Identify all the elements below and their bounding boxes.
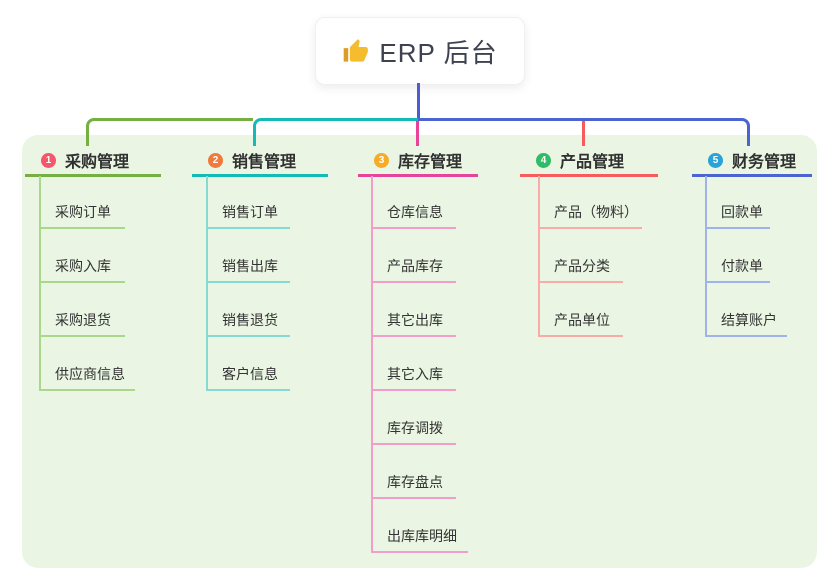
branch-title: 产品管理 bbox=[560, 154, 625, 171]
branch-title: 采购管理 bbox=[65, 154, 130, 171]
branch-connector-line bbox=[416, 121, 419, 146]
node-item-label: 库存盘点 bbox=[387, 474, 443, 490]
branch-header-5[interactable]: 5 财务管理 bbox=[692, 146, 812, 177]
node-item-label: 产品单位 bbox=[554, 312, 610, 328]
branch-index-badge: 1 bbox=[41, 152, 56, 168]
node-item[interactable]: 销售退货 bbox=[206, 301, 290, 337]
node-item-label: 产品库存 bbox=[387, 258, 443, 274]
node-item[interactable]: 采购订单 bbox=[39, 193, 125, 229]
branch-index-badge: 2 bbox=[208, 152, 223, 168]
node-item-label: 结算账户 bbox=[721, 312, 777, 328]
node-item[interactable]: 其它出库 bbox=[371, 301, 456, 337]
node-item-label: 采购订单 bbox=[55, 204, 111, 220]
node-item[interactable]: 供应商信息 bbox=[39, 355, 135, 391]
node-item[interactable]: 产品分类 bbox=[538, 247, 623, 283]
node-item[interactable]: 出库库明细 bbox=[371, 517, 468, 553]
branch-index-badge: 3 bbox=[374, 152, 389, 168]
node-item-label: 采购入库 bbox=[55, 258, 111, 274]
node-item-label: 产品分类 bbox=[554, 258, 610, 274]
branch-connector-line bbox=[253, 118, 418, 146]
node-item-label: 其它入库 bbox=[387, 366, 443, 382]
node-item-label: 付款单 bbox=[721, 258, 763, 274]
node-item[interactable]: 结算账户 bbox=[705, 301, 787, 337]
branch-header-4[interactable]: 4 产品管理 bbox=[520, 146, 658, 177]
node-item[interactable]: 客户信息 bbox=[206, 355, 290, 391]
node-item[interactable]: 仓库信息 bbox=[371, 193, 456, 229]
branch-connector-line bbox=[86, 118, 253, 146]
branch-title: 财务管理 bbox=[732, 154, 797, 171]
branch-connector-line bbox=[582, 121, 585, 146]
branch-index-badge: 4 bbox=[536, 152, 551, 168]
branches-panel bbox=[22, 135, 817, 568]
branch-header-3[interactable]: 3 库存管理 bbox=[358, 146, 478, 177]
node-item-label: 出库库明细 bbox=[387, 528, 457, 544]
node-item-label: 客户信息 bbox=[222, 366, 278, 382]
node-item-label: 销售退货 bbox=[222, 312, 278, 328]
child-connector-line bbox=[371, 176, 373, 553]
node-item[interactable]: 付款单 bbox=[705, 247, 770, 283]
node-item-label: 销售出库 bbox=[222, 258, 278, 274]
branch-title: 库存管理 bbox=[398, 154, 463, 171]
root-node[interactable]: ERP 后台 bbox=[315, 17, 525, 85]
thumbs-up-icon bbox=[342, 38, 369, 65]
node-item[interactable]: 产品单位 bbox=[538, 301, 623, 337]
root-title: ERP 后台 bbox=[379, 37, 498, 68]
node-item[interactable]: 采购入库 bbox=[39, 247, 125, 283]
node-item-label: 采购退货 bbox=[55, 312, 111, 328]
branch-title: 销售管理 bbox=[232, 154, 297, 171]
child-connector-line bbox=[705, 176, 707, 337]
child-connector-line bbox=[538, 176, 540, 337]
node-item[interactable]: 产品（物料） bbox=[538, 193, 642, 229]
node-item[interactable]: 库存盘点 bbox=[371, 463, 456, 499]
branch-header-2[interactable]: 2 销售管理 bbox=[192, 146, 328, 177]
node-item[interactable]: 其它入库 bbox=[371, 355, 456, 391]
node-item-label: 库存调拨 bbox=[387, 420, 443, 436]
node-item-label: 产品（物料） bbox=[554, 204, 638, 220]
branch-connector-line bbox=[418, 118, 750, 146]
child-connector-line bbox=[206, 176, 208, 391]
child-connector-line bbox=[39, 176, 41, 391]
node-item[interactable]: 库存调拨 bbox=[371, 409, 456, 445]
node-item[interactable]: 产品库存 bbox=[371, 247, 456, 283]
node-item-label: 销售订单 bbox=[222, 204, 278, 220]
node-item-label: 回款单 bbox=[721, 204, 763, 220]
node-item[interactable]: 采购退货 bbox=[39, 301, 125, 337]
root-connector-line bbox=[417, 83, 420, 118]
node-item-label: 仓库信息 bbox=[387, 204, 443, 220]
node-item-label: 其它出库 bbox=[387, 312, 443, 328]
node-item[interactable]: 回款单 bbox=[705, 193, 770, 229]
branch-header-1[interactable]: 1 采购管理 bbox=[25, 146, 161, 177]
node-item-label: 供应商信息 bbox=[55, 366, 125, 382]
branch-index-badge: 5 bbox=[708, 152, 723, 168]
node-item[interactable]: 销售出库 bbox=[206, 247, 290, 283]
node-item[interactable]: 销售订单 bbox=[206, 193, 290, 229]
